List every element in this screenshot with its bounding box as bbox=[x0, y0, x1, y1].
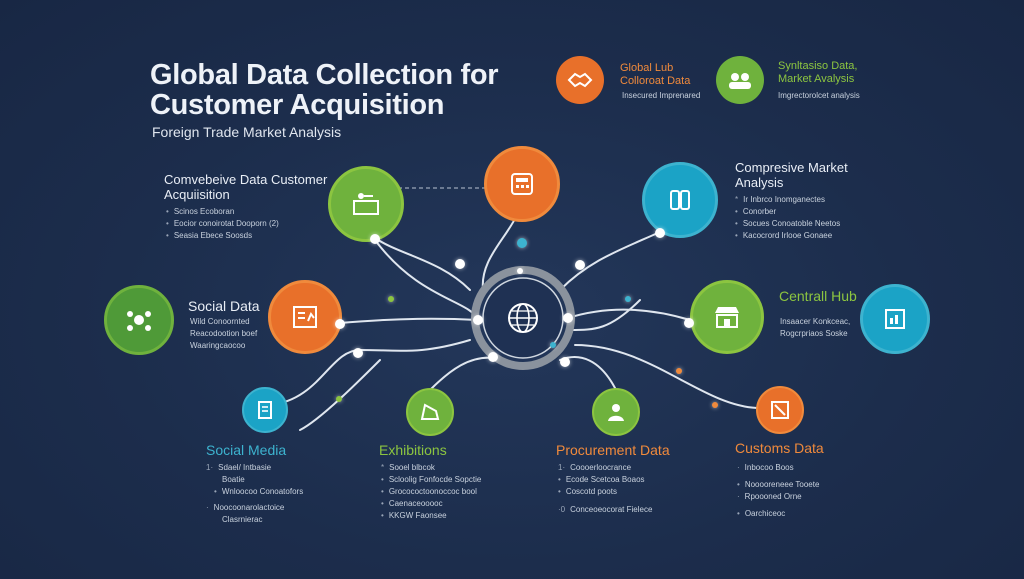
legend-1-note: Insecured Imprenared bbox=[622, 91, 701, 100]
link-market bbox=[559, 231, 661, 291]
junction-dot bbox=[336, 396, 342, 402]
junction-dot bbox=[676, 368, 682, 374]
exhibitions-list: *Sooel blbcok •Scloolig Fonfocde Sopctie… bbox=[381, 463, 482, 520]
handshake-icon bbox=[567, 72, 593, 88]
exhibitions-title: Exhibitions bbox=[379, 442, 447, 458]
booth-icon bbox=[420, 403, 440, 420]
link-ext2 bbox=[569, 299, 641, 331]
people-icon bbox=[729, 73, 751, 89]
junction-dot bbox=[563, 313, 573, 323]
junction-dot bbox=[550, 342, 556, 348]
document-chart-icon bbox=[293, 306, 317, 328]
junction-dot bbox=[353, 348, 363, 358]
title-line-1: Global Data Collection for bbox=[150, 59, 499, 91]
junction-dot bbox=[517, 268, 523, 274]
social-media-title: Social Media bbox=[206, 442, 287, 458]
central-hub-list: Insaacer Konkceac, Rogcrpriaos Soske bbox=[780, 317, 851, 338]
link-top bbox=[481, 214, 518, 291]
market-analysis-node[interactable] bbox=[642, 162, 718, 238]
comprehensive-list: •Scinos Ecoboran •Eocior conoirotat Doop… bbox=[166, 207, 279, 240]
data-card-icon bbox=[353, 193, 379, 215]
social-data-node[interactable] bbox=[268, 280, 342, 354]
legend-orange-node bbox=[556, 56, 604, 104]
legend-green-node bbox=[716, 56, 764, 104]
page-title: Global Data Collection for Customer Acqu… bbox=[150, 59, 499, 121]
procurement-list: 1·Coooerloocrance •Ecode Scetcoa Boaos •… bbox=[558, 463, 653, 514]
social-data-title: Social Data bbox=[188, 298, 260, 314]
central-hub-title: Centrall Hub bbox=[779, 288, 857, 304]
junction-dot bbox=[655, 228, 665, 238]
calculator-node[interactable] bbox=[484, 146, 560, 222]
junction-dot bbox=[335, 319, 345, 329]
social-media-node[interactable] bbox=[242, 387, 288, 433]
customs-document-icon bbox=[771, 401, 789, 419]
procurement-node[interactable] bbox=[592, 388, 640, 436]
junction-dot bbox=[473, 315, 483, 325]
junction-dot bbox=[488, 352, 498, 362]
comprehensive-node[interactable] bbox=[328, 166, 404, 242]
market-analysis-list: *Ir Inbrco Inomganectes •Conorber •Socue… bbox=[735, 195, 841, 240]
storefront-icon bbox=[715, 307, 739, 328]
link-comprehensive bbox=[374, 237, 471, 291]
central-hub-node[interactable] bbox=[690, 280, 764, 354]
link-ext3 bbox=[299, 359, 381, 431]
junction-dot bbox=[455, 259, 465, 269]
social-data-list: Wild Conoornted Reacodootion boef Waarin… bbox=[190, 317, 258, 350]
link-customs bbox=[574, 344, 758, 409]
page-subtitle: Foreign Trade Market Analysis bbox=[152, 124, 342, 140]
title-line-2: Customer Acquisition bbox=[150, 89, 445, 121]
globe-icon bbox=[508, 303, 538, 333]
junction-dot bbox=[370, 234, 380, 244]
junction-dot bbox=[388, 296, 394, 302]
customs-list: ·Inbocoo Boos •Nooooreneee Tooete ·Rpooo… bbox=[737, 463, 820, 518]
link-exhibitions bbox=[429, 356, 496, 391]
buyer-icon bbox=[608, 404, 624, 421]
legend-2-note: Imgrectorolcet analysis bbox=[778, 91, 860, 100]
legend-2-title: Synltasiso Data,Market Avalysis bbox=[778, 60, 858, 85]
network-icon bbox=[127, 311, 151, 331]
junction-dot bbox=[625, 296, 631, 302]
central-hub-teal-node[interactable] bbox=[860, 284, 930, 354]
social-data-green-node[interactable] bbox=[104, 285, 174, 355]
report-icon bbox=[885, 309, 905, 329]
database-icon bbox=[670, 190, 690, 210]
junction-dot bbox=[712, 402, 718, 408]
link-ext1 bbox=[374, 239, 479, 321]
exhibitions-node[interactable] bbox=[406, 388, 454, 436]
customs-node[interactable] bbox=[756, 386, 804, 434]
calculator-icon bbox=[511, 173, 533, 195]
procurement-title: Procurement Data bbox=[556, 442, 670, 458]
link-social-data bbox=[339, 317, 479, 324]
junction-dot bbox=[517, 238, 527, 248]
junction-dot bbox=[684, 318, 694, 328]
junction-dot bbox=[560, 357, 570, 367]
customs-title: Customs Data bbox=[735, 440, 824, 456]
globe-hub[interactable] bbox=[499, 294, 547, 342]
document-icon bbox=[258, 401, 272, 419]
link-central bbox=[567, 308, 691, 321]
social-media-list: 1·Sdael/ Intbasie Boatie •Wnloocoo Conoa… bbox=[206, 463, 304, 524]
junction-dot bbox=[575, 260, 585, 270]
